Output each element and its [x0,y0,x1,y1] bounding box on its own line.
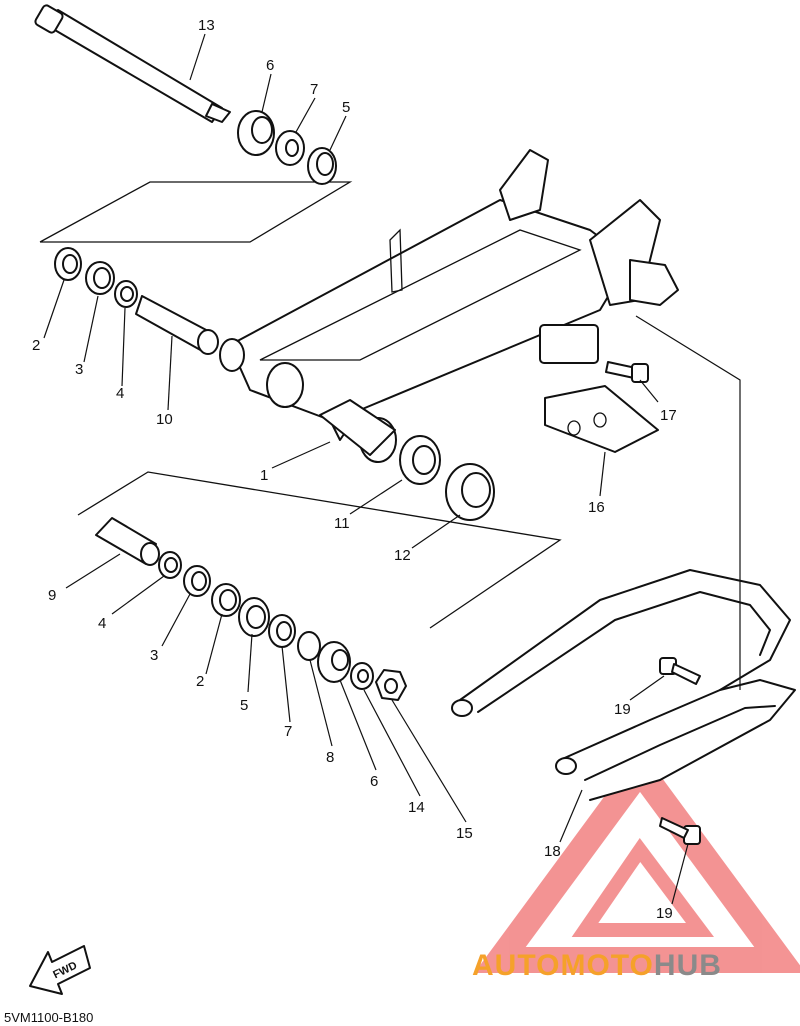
callout-18: 18 [544,843,561,860]
callout-10: 10 [156,411,173,428]
callout-7-lower: 7 [284,723,292,740]
chain-guide-16[interactable] [544,385,659,453]
callout-6: 6 [266,57,274,74]
leader-lines [43,33,741,905]
callout-2-lower: 2 [196,673,204,690]
bearing-3-upper[interactable] [85,261,115,295]
bushing-9[interactable] [95,517,160,566]
collar-2-lower[interactable] [211,583,241,617]
callout-8: 8 [326,749,334,766]
oil-seal-6-lower[interactable] [317,641,351,683]
bearing-5-lower[interactable] [238,597,270,637]
callout-2: 2 [32,337,40,354]
lower-group-outline [77,471,562,629]
callout-1: 1 [260,467,268,484]
collar-2-upper[interactable] [54,247,82,281]
callout-13: 13 [198,17,215,34]
ring-8[interactable] [297,631,321,661]
callout-5: 5 [342,99,350,116]
callout-16: 16 [588,499,605,516]
bushing-10[interactable] [135,295,219,355]
washer-upper[interactable] [275,130,305,166]
washer-4-lower[interactable] [158,551,182,579]
upper-group-outline [39,181,353,243]
callout-4: 4 [116,385,124,402]
nut-15[interactable] [375,669,407,701]
bolt-19-lower[interactable] [659,817,701,845]
footrest-bracket-18[interactable] [555,679,796,801]
bolt-17[interactable] [605,361,649,383]
callout-4-lower: 4 [98,615,106,632]
washer-7-lower[interactable] [268,614,296,648]
watermark-logo [474,748,800,973]
callout-3-lower: 3 [150,647,158,664]
swingarm[interactable] [219,149,679,463]
callout-11: 11 [334,515,350,532]
callout-17: 17 [660,407,677,424]
pivot-shaft[interactable] [34,4,231,123]
callout-6-lower: 6 [370,773,378,790]
callout-9: 9 [48,587,56,604]
foot-guard-upper[interactable] [451,569,791,717]
oil-seal-upper[interactable] [237,110,275,156]
washer-4-upper[interactable] [114,280,138,308]
fwd-arrow-icon: FWD [29,945,91,995]
callout-5-lower: 5 [240,697,248,714]
callout-14: 14 [408,799,425,816]
callout-7: 7 [310,81,318,98]
seal-guard-12[interactable] [445,463,495,521]
callout-19-upper: 19 [614,701,631,718]
bearing-upper[interactable] [307,147,337,185]
callout-19-lower: 19 [656,905,673,922]
dust-seal-11[interactable] [399,435,441,485]
washer-14[interactable] [350,662,374,690]
callout-15: 15 [456,825,473,842]
callout-3: 3 [75,361,83,378]
bolt-19-upper[interactable] [659,657,701,685]
watermark-text: AUTOMOTOHUB [472,949,722,982]
callouts: 13 6 7 5 2 3 4 10 1 11 12 16 17 9 4 3 2 … [32,17,677,922]
diagram-code: 5VM1100-B180 [4,1010,93,1025]
callout-12: 12 [394,547,411,564]
bearing-3-lower[interactable] [183,565,211,597]
